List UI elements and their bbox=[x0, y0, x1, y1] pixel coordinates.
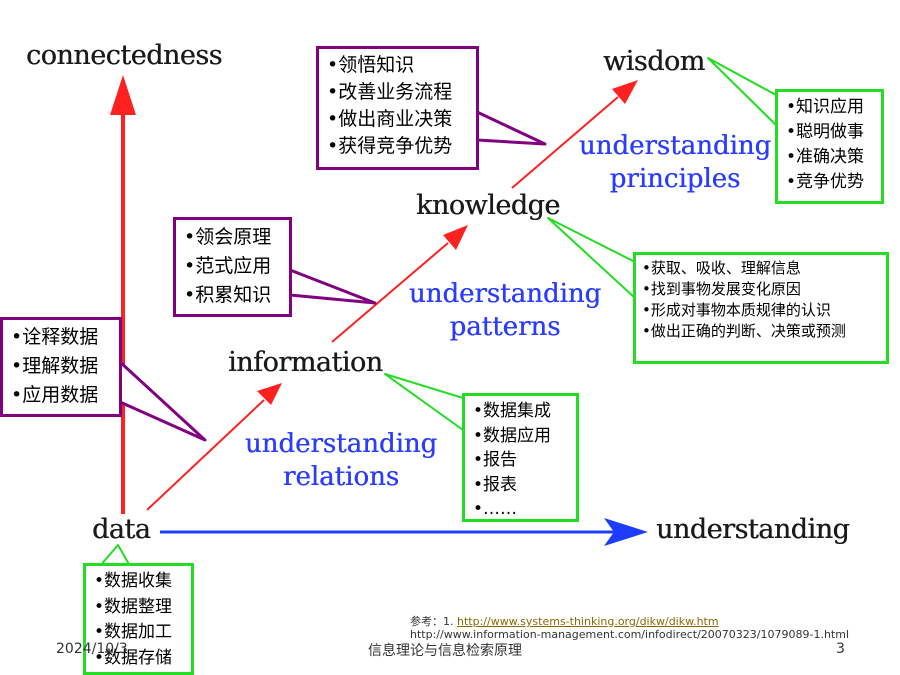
phase-principles: understanding principles bbox=[566, 130, 784, 196]
data-to-information-arrowhead bbox=[257, 383, 282, 405]
knowledge-label: knowledge bbox=[416, 190, 560, 221]
information-label: information bbox=[228, 347, 383, 378]
phase-principles-line-1: understanding bbox=[578, 131, 772, 161]
list-item: 竞争优势 bbox=[786, 170, 873, 195]
footer-page-number: 3 bbox=[836, 641, 845, 657]
list-item: …… bbox=[473, 497, 568, 522]
phase-principles-line-2: principles bbox=[609, 164, 741, 194]
list-item: 领会原理 bbox=[184, 223, 281, 252]
information-purple-callout: 诠释数据 理解数据 应用数据 bbox=[0, 317, 122, 417]
wisdom-green-pointer bbox=[707, 57, 777, 126]
understanding-label: understanding bbox=[656, 514, 850, 545]
list-item: 形成对事物本质规律的认识 bbox=[642, 300, 880, 321]
list-item: 数据加工 bbox=[94, 620, 183, 646]
list-item: 获得竞争优势 bbox=[327, 133, 468, 160]
data-label: data bbox=[92, 514, 151, 545]
list-item: 应用数据 bbox=[11, 381, 111, 410]
information-to-knowledge-line bbox=[331, 242, 449, 343]
list-item: 理解数据 bbox=[11, 352, 111, 381]
list-item: 聪明做事 bbox=[786, 120, 873, 145]
knowledge-to-wisdom-line bbox=[511, 96, 619, 189]
list-item: 找到事物发展变化原因 bbox=[642, 279, 880, 300]
wisdom-purple-pointer bbox=[475, 110, 547, 146]
phase-patterns-line-1: understanding bbox=[408, 279, 602, 309]
wisdom-label: wisdom bbox=[603, 46, 705, 77]
knowledge-purple-pointer bbox=[288, 268, 377, 305]
phase-relations-line-2: relations bbox=[282, 462, 400, 492]
list-item: 报告 bbox=[473, 448, 568, 473]
knowledge-purple-callout: 领会原理 范式应用 积累知识 bbox=[173, 217, 292, 317]
data-to-information-line bbox=[146, 399, 265, 511]
list-item: 知识应用 bbox=[786, 95, 873, 120]
reference-link-1[interactable]: http://www.systems-thinking.org/dikw/dik… bbox=[457, 615, 719, 628]
knowledge-to-wisdom-arrowhead bbox=[612, 80, 638, 104]
list-item: 改善业务流程 bbox=[327, 79, 468, 106]
knowledge-green-callout: 获取、吸收、理解信息 找到事物发展变化原因 形成对事物本质规律的认识 做出正确的… bbox=[633, 252, 889, 364]
reference-link-2[interactable]: http://www.information-management.com/in… bbox=[410, 628, 850, 641]
list-item: 数据存储 bbox=[94, 646, 183, 672]
list-item: 报表 bbox=[473, 473, 568, 498]
information-purple-pointer bbox=[118, 360, 207, 442]
information-green-callout: 数据集成 数据应用 报告 报表 …… bbox=[462, 393, 579, 522]
understanding-arrowhead bbox=[604, 518, 648, 546]
list-item: 获取、吸收、理解信息 bbox=[642, 258, 880, 279]
connectedness-arrowhead bbox=[110, 75, 136, 115]
reference-line-2: http://www.information-management.com/in… bbox=[410, 628, 849, 641]
list-item: 数据应用 bbox=[473, 424, 568, 449]
list-item: 数据收集 bbox=[94, 569, 183, 595]
data-green-callout: 数据收集 数据整理 数据加工 数据存储 bbox=[83, 563, 194, 675]
footer-title: 信息理论与信息检索原理 bbox=[368, 643, 522, 659]
phase-relations: understanding relations bbox=[232, 428, 450, 494]
list-item: 范式应用 bbox=[184, 252, 281, 281]
list-item: 积累知识 bbox=[184, 281, 281, 310]
connectedness-label: connectedness bbox=[26, 40, 222, 71]
footer-date: 2024/10/3 bbox=[56, 641, 128, 657]
list-item: 准确决策 bbox=[786, 145, 873, 170]
list-item: 做出商业决策 bbox=[327, 106, 468, 133]
phase-patterns: understanding patterns bbox=[396, 278, 614, 344]
reference-line-1: 参考：1. http://www.systems-thinking.org/di… bbox=[410, 613, 719, 629]
wisdom-green-callout: 知识应用 聪明做事 准确决策 竞争优势 bbox=[775, 89, 884, 204]
list-item: 诠释数据 bbox=[11, 323, 111, 352]
list-item: 做出正确的判断、决策或预测 bbox=[642, 321, 880, 342]
phase-relations-line-1: understanding bbox=[244, 429, 438, 459]
information-to-knowledge-arrowhead bbox=[443, 225, 468, 250]
reference-prefix: 参考：1. bbox=[410, 615, 457, 628]
information-green-pointer bbox=[384, 373, 464, 431]
wisdom-purple-callout: 领悟知识 改善业务流程 做出商业决策 获得竞争优势 bbox=[316, 46, 479, 170]
list-item: 数据集成 bbox=[473, 399, 568, 424]
list-item: 数据整理 bbox=[94, 595, 183, 621]
phase-patterns-line-2: patterns bbox=[449, 312, 561, 342]
list-item: 领悟知识 bbox=[327, 52, 468, 79]
